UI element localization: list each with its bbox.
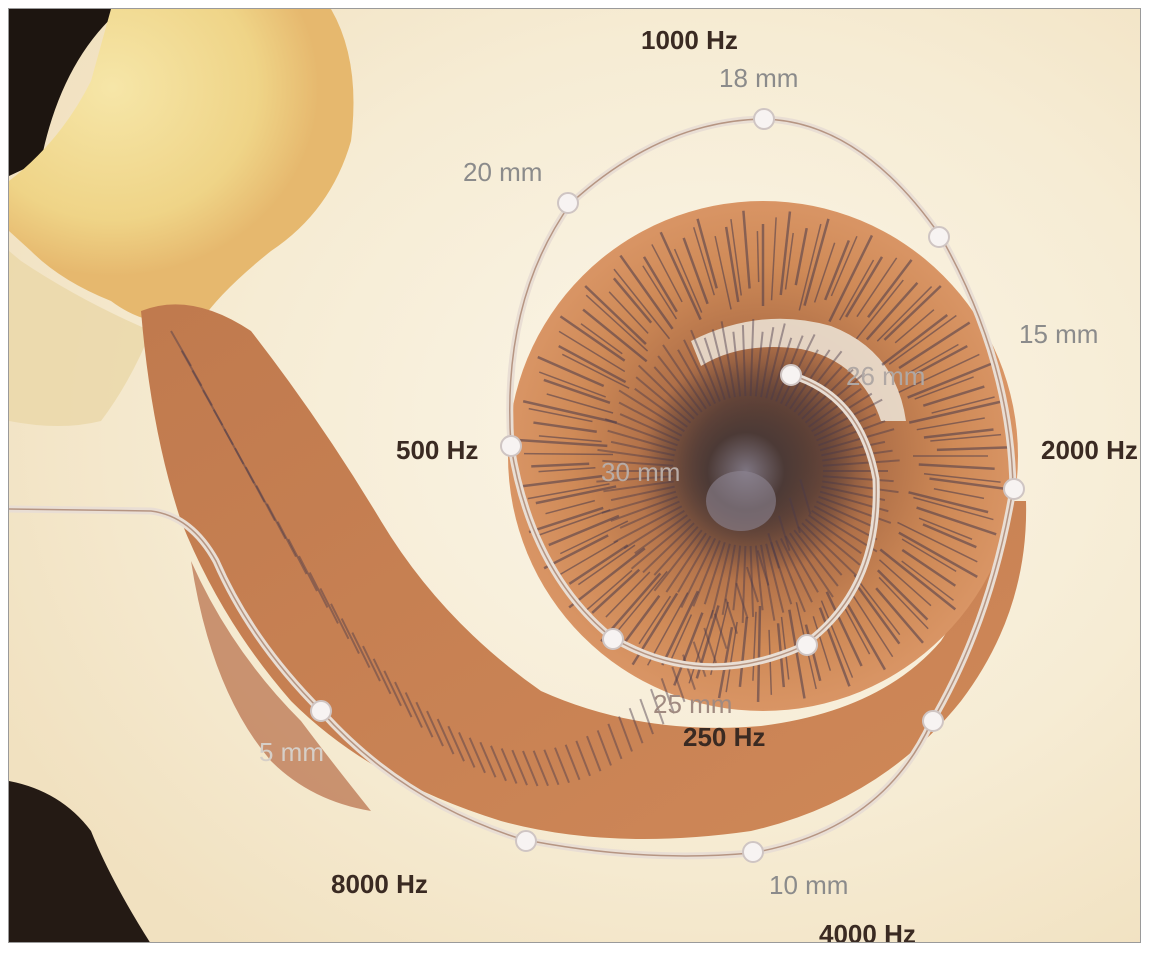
label-5mm: 5 mm: [259, 737, 324, 767]
label-8000hz: 8000 Hz: [331, 869, 428, 899]
nerve-fiber: [524, 454, 613, 455]
contact-10mm: [743, 842, 763, 862]
contact-15mm: [929, 227, 949, 247]
label-4000hz: 4000 Hz: [819, 919, 916, 943]
label-10mm: 10 mm: [769, 870, 848, 900]
label-500hz: 500 Hz: [396, 435, 478, 465]
contact-25mm-a: [603, 629, 623, 649]
label-26mm: 26 mm: [846, 361, 925, 391]
figure-frame: 1000 Hz 500 Hz 2000 Hz 250 Hz 8000 Hz 40…: [8, 8, 1141, 943]
contact-4000hz: [923, 711, 943, 731]
label-2000hz: 2000 Hz: [1041, 435, 1138, 465]
contact-2000hz: [1004, 479, 1024, 499]
contact-500hz: [501, 436, 521, 456]
label-1000hz: 1000 Hz: [641, 25, 738, 55]
label-30mm: 30 mm: [601, 457, 680, 487]
contact-8000hz: [516, 831, 536, 851]
cochlea-diagram: 1000 Hz 500 Hz 2000 Hz 250 Hz 8000 Hz 40…: [9, 9, 1141, 943]
label-18mm: 18 mm: [719, 63, 798, 93]
apex-highlight: [706, 471, 776, 531]
label-15mm: 15 mm: [1019, 319, 1098, 349]
contact-20mm: [558, 193, 578, 213]
contact-5mm: [311, 701, 331, 721]
label-25mm: 25 mm: [653, 689, 732, 719]
label-20mm: 20 mm: [463, 157, 542, 187]
contact-25mm-b: [797, 635, 817, 655]
label-250hz: 250 Hz: [683, 722, 765, 752]
contact-26mm: [781, 365, 801, 385]
contact-18mm: [754, 109, 774, 129]
